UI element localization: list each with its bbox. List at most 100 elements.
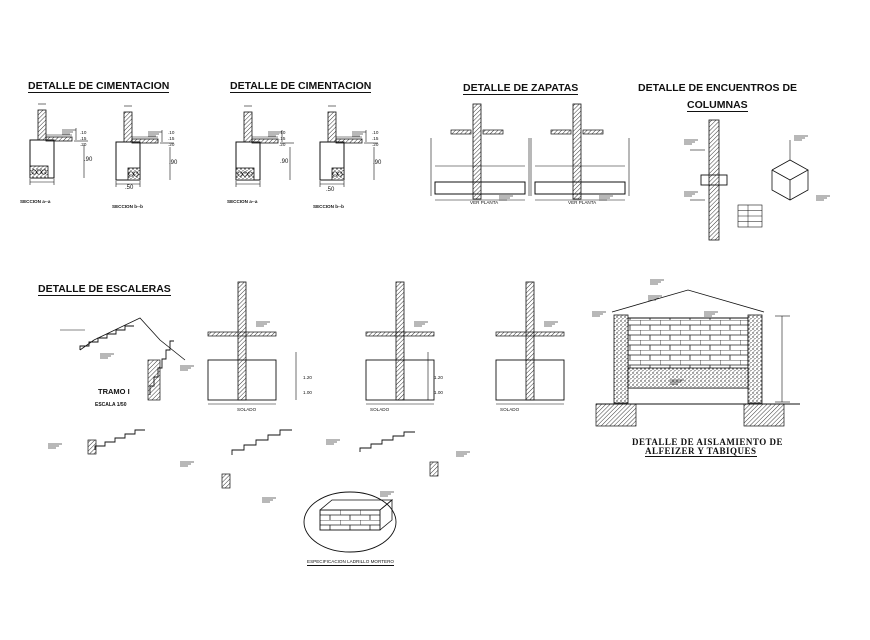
stair-tramo-1-a [79, 325, 134, 350]
dim-120-b: 1.20 [434, 375, 443, 380]
dim-20-d: .20 [372, 142, 379, 147]
stair-base [429, 461, 439, 477]
slab-left [550, 129, 572, 135]
escala-label: ESCALA 1/50 [95, 402, 127, 408]
column-left [613, 314, 629, 404]
sill-fill [627, 367, 749, 389]
title-encuentros-line2: COLUMNAS [687, 99, 748, 113]
beam [207, 331, 277, 337]
slab-right [582, 129, 604, 135]
wall-column [243, 111, 253, 143]
stair-base [221, 473, 231, 489]
dim-10-d: .10 [372, 130, 379, 135]
cimentacion-details [29, 103, 378, 187]
dim-15-d: .15 [372, 136, 379, 141]
floor-slab [335, 138, 363, 144]
stair-base [87, 439, 97, 455]
stone [31, 169, 37, 175]
footing [534, 181, 626, 195]
iso-top [771, 159, 809, 181]
aislamiento-detail [592, 279, 800, 427]
dim-15-c: .15 [279, 136, 286, 141]
zapata-detail [530, 103, 630, 201]
floor-slab [131, 138, 159, 144]
brick-side [379, 499, 393, 531]
column [395, 281, 405, 401]
ver-planta-2: VER PLANTA [568, 200, 597, 205]
title-ladrillo: ESPECIFICACION LADRILLO MORTERO [307, 559, 394, 566]
stone [128, 171, 134, 177]
stair-landing [147, 359, 161, 401]
escaleras-details [48, 281, 565, 489]
footing-left [595, 403, 637, 427]
slab-left [450, 129, 472, 135]
stone [36, 169, 42, 175]
dim-10-b: .10 [168, 130, 175, 135]
wall-column [37, 109, 47, 141]
stair-slab [79, 317, 186, 361]
stone [332, 171, 338, 177]
section-label-2: SECCION b--b [112, 204, 143, 209]
stone [237, 171, 243, 177]
stone-fill [235, 167, 255, 181]
dim-10-a: .10 [80, 130, 87, 135]
zapata-detail [430, 103, 530, 201]
foundation [495, 359, 565, 401]
solado-label-3: SOLADO [500, 407, 520, 412]
dim-90-c: .90 [280, 159, 289, 165]
title-encuentros-line1: DETALLE DE ENCUENTROS DE [638, 82, 798, 94]
dim-20-a: .20 [80, 142, 87, 147]
foundation [207, 359, 277, 401]
cimentacion-section [319, 105, 378, 187]
beam [365, 331, 435, 337]
title-cimentacion-2: DETALLE DE CIMENTACION [230, 80, 372, 94]
solado-label-1: SOLADO [237, 407, 257, 412]
ladrillo-detail [262, 491, 397, 553]
section-label-3: SECCION a--a [227, 199, 258, 204]
stone-fill [29, 165, 49, 179]
detail-circle [303, 491, 397, 553]
slab-right [482, 129, 504, 135]
roof-line [611, 289, 765, 313]
cimentacion-section [115, 105, 174, 187]
section-label-4: SECCION b--b [313, 204, 344, 209]
dim-90-d: .90 [373, 160, 382, 166]
stair-lower-1 [94, 429, 145, 450]
stair-lower-3 [359, 431, 415, 452]
beam-junction [700, 174, 728, 186]
dim-90-a: .90 [84, 157, 93, 163]
ver-planta-1: VER PLANTA [470, 200, 499, 205]
cimentacion-section [235, 105, 294, 187]
dim-10-c: .10 [279, 130, 286, 135]
stair-lower-2 [231, 429, 292, 455]
title-aislamiento-line1: DETALLE DE AISLAMIENTO DE [632, 437, 783, 447]
dim-90-b: .90 [169, 160, 178, 166]
encuentro-column [684, 119, 830, 241]
dim-15-b: .15 [168, 136, 175, 141]
column [237, 281, 247, 401]
stone [242, 171, 248, 177]
dim-20-c: .20 [279, 142, 286, 147]
stone [337, 171, 343, 177]
tramo-label: TRAMO I [98, 387, 130, 396]
wall-column [123, 111, 133, 143]
dim-100-b: 1.00 [434, 390, 443, 395]
title-aislamiento-line2: ALFEIZER Y TABIQUES [645, 446, 757, 458]
title-cimentacion-1: DETALLE DE CIMENTACION [28, 80, 170, 94]
floor-slab [45, 136, 73, 142]
dim-20-b: .20 [168, 142, 175, 147]
title-escaleras: DETALLE DE ESCALERAS [38, 283, 171, 297]
floor-slab [251, 138, 279, 144]
zapatas-details [430, 103, 630, 201]
title-zapatas: DETALLE DE ZAPATAS [463, 82, 579, 96]
column [572, 103, 582, 200]
column-right [747, 314, 763, 404]
solado-label-2: SOLADO [370, 407, 390, 412]
wall-column [327, 111, 337, 143]
footing-right [743, 403, 785, 427]
column [525, 281, 535, 401]
footing [434, 181, 526, 195]
dim-120-a: 1.20 [303, 375, 312, 380]
column [708, 119, 720, 241]
